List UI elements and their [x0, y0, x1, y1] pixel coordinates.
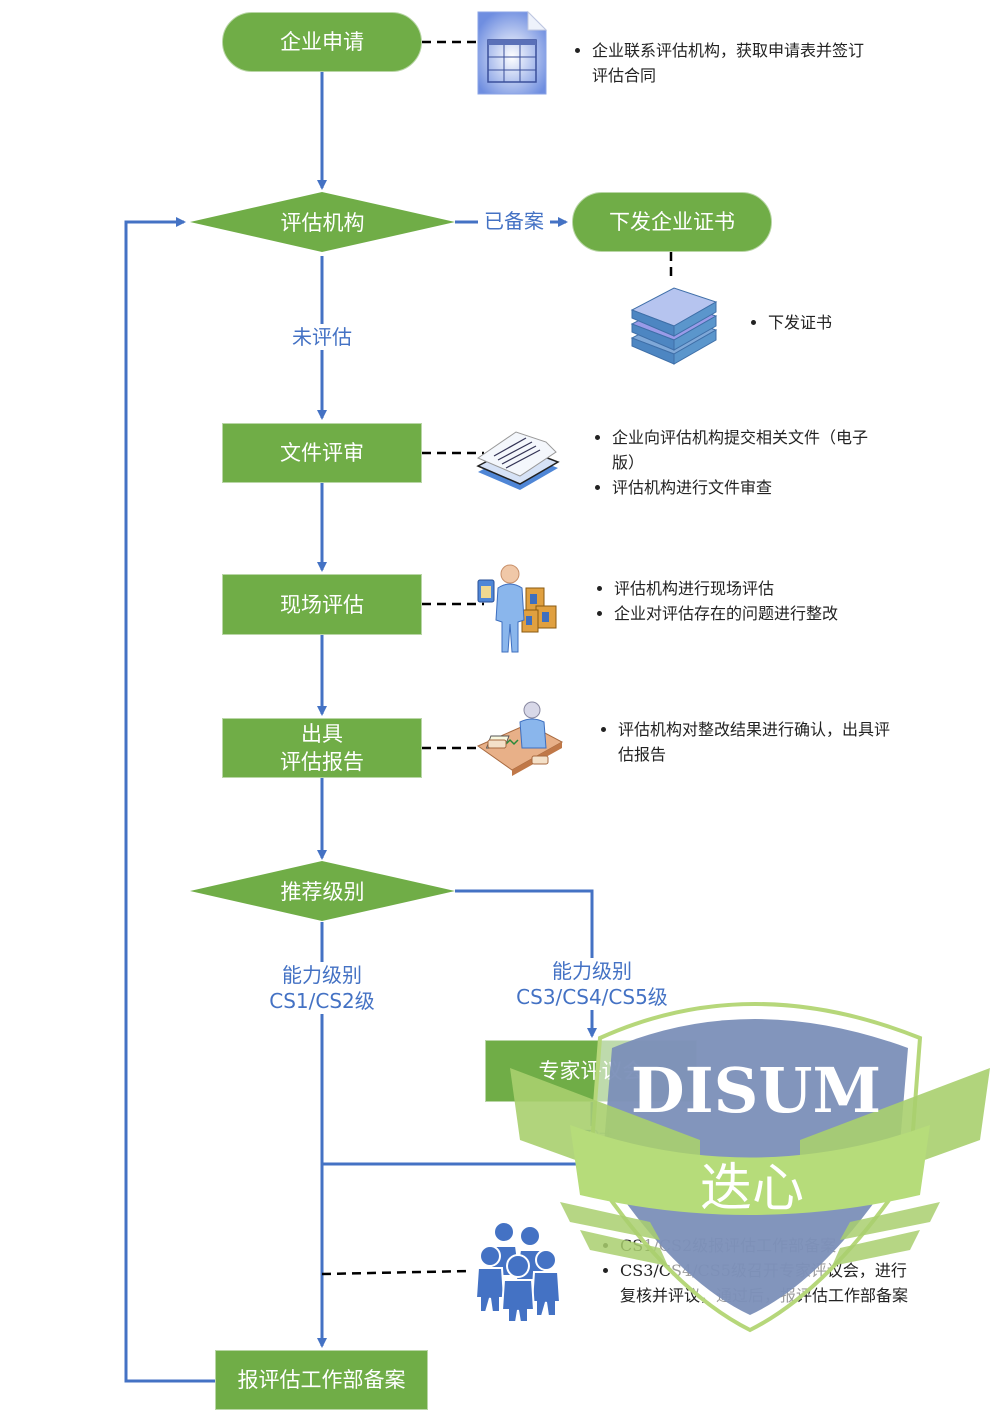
- book-stack-icon: [630, 287, 718, 365]
- note-item: CS3/CS4/CS5级召开专家评议会，进行复核并评议，通过后，报评估工作部备案: [620, 1258, 915, 1308]
- onsite-node[interactable]: 现场评估: [222, 574, 422, 635]
- edge-label-cs12: 能力级别 CS1/CS2级: [242, 962, 402, 1014]
- agency-diamond: [190, 192, 455, 252]
- note-item: CS1/CS2级报评估工作部备案: [620, 1233, 915, 1258]
- spreadsheet-document-icon: [477, 10, 548, 95]
- notes-doc-review: 企业向评估机构提交相关文件（电子版） 评估机构进行文件审查: [592, 425, 882, 500]
- notes-issue-cert: 下发证书: [748, 310, 898, 335]
- edge-label-cs12-line2: CS1/CS2级: [269, 989, 375, 1013]
- recommend-node[interactable]: 推荐级别: [190, 861, 455, 921]
- onsite-node-label: 现场评估: [280, 592, 364, 617]
- issue-cert-node-label: 下发企业证书: [609, 210, 735, 234]
- document-stack-icon: [476, 431, 560, 490]
- people-group-icon: [474, 1221, 562, 1322]
- note-item: 企业向评估机构提交相关文件（电子版）: [612, 425, 882, 475]
- apply-node-label: 企业申请: [280, 30, 364, 54]
- edge-label-cs345-line1: 能力级别: [552, 959, 632, 983]
- apply-node[interactable]: 企业申请: [222, 12, 422, 72]
- edge-label-filed: 已备案: [478, 208, 550, 234]
- agency-node[interactable]: 评估机构: [190, 192, 455, 252]
- notes-apply: 企业联系评估机构，获取申请表并签订评估合同: [572, 38, 872, 88]
- note-item: 评估机构进行现场评估: [614, 576, 914, 601]
- inspector-with-boxes-icon: [477, 564, 557, 653]
- person-at-desk-icon: [476, 701, 564, 776]
- recommend-node-label: 推荐级别: [280, 880, 365, 904]
- note-item: 下发证书: [768, 310, 898, 335]
- note-item: 企业联系评估机构，获取申请表并签订评估合同: [592, 38, 872, 88]
- edge-label-passed: 通过: [568, 1126, 618, 1152]
- report-node-label-line1: 出具: [301, 722, 343, 746]
- notes-onsite: 评估机构进行现场评估 企业对评估存在的问题进行整改: [594, 576, 914, 626]
- expert-node-label: 专家评议会: [538, 1059, 644, 1083]
- notes-report: 评估机构对整改结果进行确认，出具评估报告: [598, 717, 898, 767]
- report-node-label-line2: 评估报告: [280, 750, 364, 774]
- edge-filing-loop: [124, 217, 215, 1383]
- note-item: 企业对评估存在的问题进行整改: [614, 601, 914, 626]
- doc-review-node[interactable]: 文件评审: [222, 423, 422, 483]
- report-node[interactable]: 出具 评估报告: [222, 718, 422, 778]
- dash-filing: [321, 1269, 471, 1276]
- edge-label-cs345: 能力级别 CS3/CS4/CS5级: [502, 958, 682, 1010]
- note-item: 评估机构对整改结果进行确认，出具评估报告: [618, 717, 898, 767]
- agency-node-label: 评估机构: [280, 211, 365, 235]
- filing-node[interactable]: 报评估工作部备案: [215, 1350, 428, 1410]
- expert-node[interactable]: 专家评议会: [485, 1040, 697, 1102]
- filing-node-label: 报评估工作部备案: [237, 1368, 406, 1392]
- doc-review-node-label: 文件评审: [280, 441, 364, 465]
- edge-expert-pass: [322, 1102, 594, 1166]
- issue-cert-node[interactable]: 下发企业证书: [572, 192, 772, 252]
- edge-label-cs345-line2: CS3/CS4/CS5级: [516, 985, 668, 1009]
- edge-label-cs12-line1: 能力级别: [282, 963, 362, 987]
- notes-filing: CS1/CS2级报评估工作部备案 CS3/CS4/CS5级召开专家评议会，进行复…: [600, 1233, 915, 1308]
- edge-label-not-evaluated: 未评估: [282, 324, 362, 350]
- note-item: 评估机构进行文件审查: [612, 475, 882, 500]
- recommend-diamond: [190, 861, 455, 921]
